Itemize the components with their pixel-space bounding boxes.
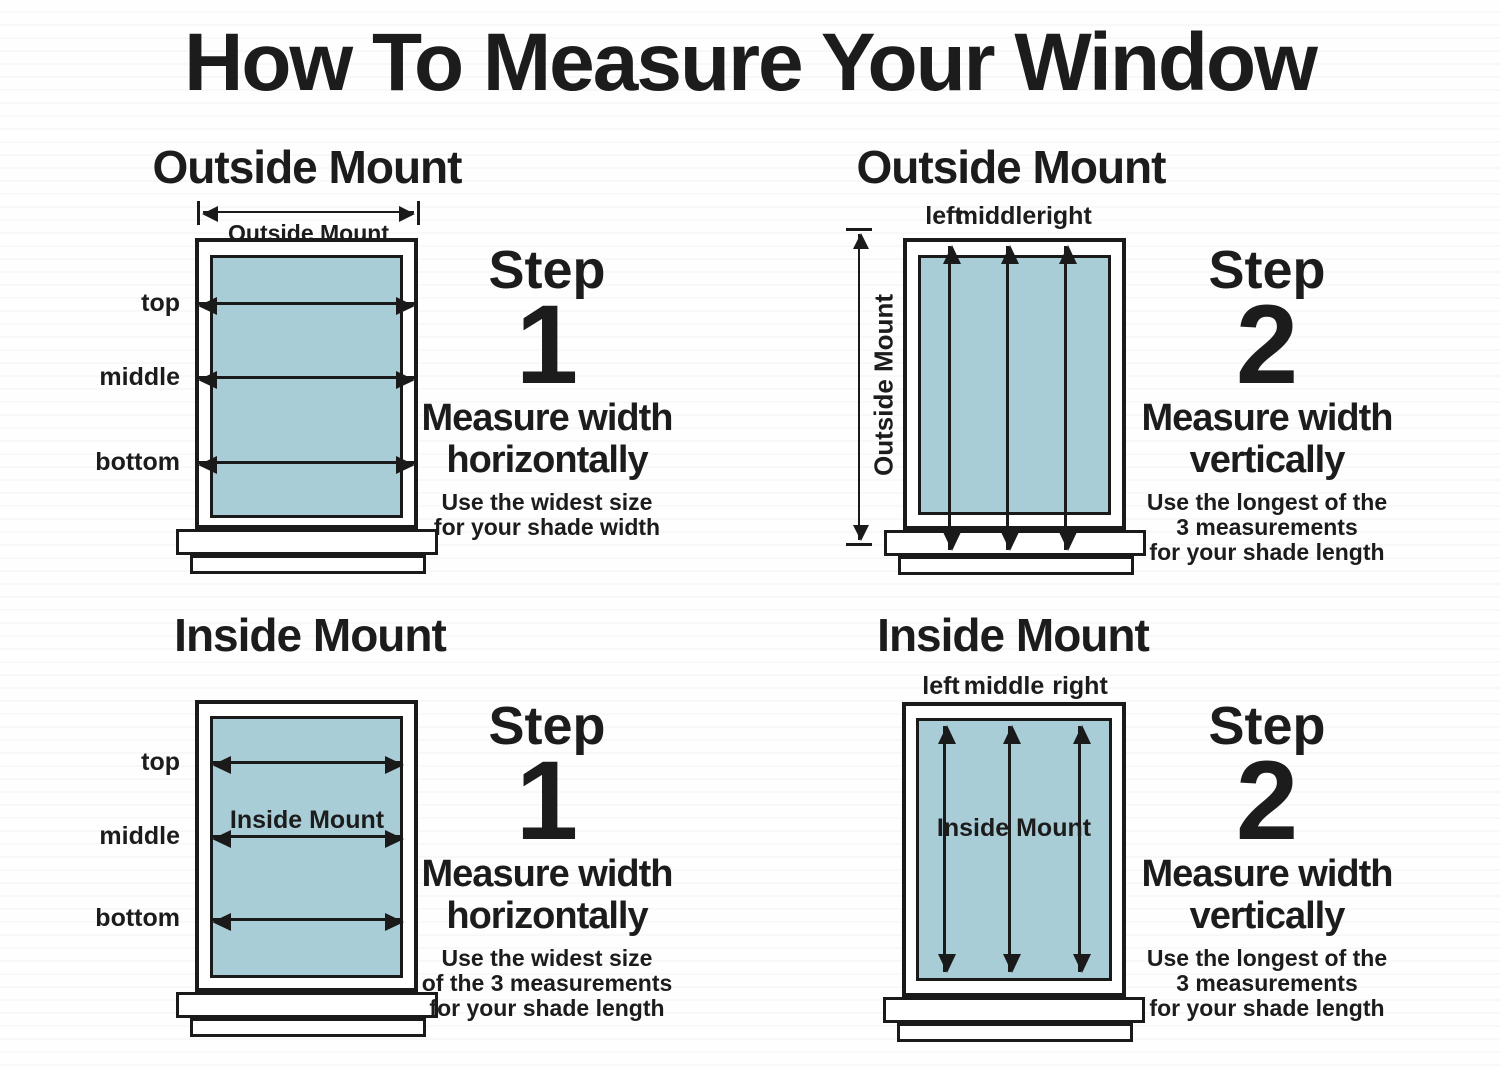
window-sill (176, 992, 438, 1018)
step-number: 1 (515, 282, 579, 407)
step-block: Step 2 Measure width vertically Use the … (1122, 699, 1412, 1022)
note-line: Use the widest size (441, 488, 653, 515)
panel-heading: Inside Mount (174, 609, 447, 661)
note-line: for your shade length (1149, 995, 1385, 1022)
dimension-tick-top (846, 228, 872, 231)
col-label-middle: middle (963, 672, 1045, 700)
row-label-bottom: bottom (95, 904, 180, 932)
note-line: 3 measurements (1176, 514, 1358, 541)
instruction-line: Measure width (421, 397, 674, 440)
step-label: Step (488, 696, 606, 756)
note-line: Use the longest of the (1146, 488, 1388, 515)
step-number: 2 (1235, 738, 1299, 863)
width-dimension-arrow (197, 201, 420, 225)
measure-arrow-top (198, 297, 415, 315)
step-label: Step (488, 240, 606, 300)
instruction-line: Measure width (421, 853, 674, 896)
note-line: 3 measurements (1176, 970, 1358, 997)
note-line: of the 3 measurements (421, 970, 673, 997)
pane-label: Inside Mount (229, 806, 385, 834)
page-title: How To Measure Your Window (184, 17, 1318, 108)
note-line: Use the longest of the (1146, 944, 1388, 971)
instruction-line: Measure width (1141, 853, 1394, 896)
window-pane (210, 716, 403, 978)
measure-arrow-right (1059, 245, 1077, 551)
pane-label: Inside Mount (936, 814, 1092, 842)
horizontal-dimension-arrow (202, 206, 415, 222)
col-label-right: right (1036, 202, 1092, 230)
dimension-tick-bottom (846, 543, 872, 546)
dimension-tick-left (197, 201, 200, 225)
instruction-line: Measure width (1141, 397, 1394, 440)
panel-heading: Outside Mount (152, 141, 463, 193)
measure-arrow-middle (212, 830, 404, 848)
col-label-right: right (1052, 672, 1108, 700)
col-label-left: left (925, 202, 963, 230)
note-line: for your shade length (1149, 539, 1385, 566)
measure-arrow-middle (1001, 245, 1019, 551)
dimension-label-rotated: Outside Mount (868, 294, 899, 476)
row-label-middle: middle (99, 822, 180, 850)
window-apron (190, 555, 426, 574)
window-pane (210, 255, 403, 518)
instruction-line: horizontally (446, 894, 648, 937)
step-block: Step 2 Measure width vertically Use the … (1122, 243, 1412, 566)
col-label-left: left (922, 672, 960, 700)
measure-arrow-middle (198, 371, 415, 389)
dimension-label: Outside Mount (228, 220, 389, 246)
dimension-tick-right (417, 201, 420, 225)
window-sill (883, 997, 1145, 1023)
measure-arrow-bottom (198, 456, 415, 474)
row-label-top: top (141, 748, 180, 776)
window-apron (897, 1023, 1133, 1042)
col-label-middle: middle (955, 202, 1037, 230)
window-sill (176, 529, 438, 555)
measure-arrow-right (1073, 725, 1091, 973)
measure-arrow-left (943, 245, 961, 551)
panel-heading: Outside Mount (856, 141, 1167, 193)
measure-arrow-bottom (212, 913, 404, 931)
window-apron (898, 556, 1134, 575)
height-dimension-arrow (846, 228, 872, 546)
step-label: Step (1208, 696, 1326, 756)
step-block: Step 1 Measure width horizontally Use th… (402, 243, 692, 540)
row-label-bottom: bottom (95, 448, 180, 476)
row-label-top: top (141, 289, 180, 317)
note-line: for your shade length (429, 995, 665, 1022)
step-number: 2 (1235, 282, 1299, 407)
instruction-line: vertically (1189, 894, 1346, 937)
measure-arrow-left (938, 725, 956, 973)
vertical-dimension-arrow (853, 233, 869, 541)
row-label-middle: middle (99, 363, 180, 391)
window-apron (190, 1018, 426, 1037)
panel-heading: Inside Mount (877, 609, 1150, 661)
note-line: for your shade width (433, 514, 661, 541)
measure-arrow-middle (1003, 725, 1021, 973)
note-line: Use the widest size (441, 944, 653, 971)
step-label: Step (1208, 240, 1326, 300)
instruction-line: vertically (1189, 438, 1346, 481)
measure-arrow-top (212, 756, 404, 774)
instruction-line: horizontally (446, 438, 648, 481)
window-pane (918, 255, 1111, 515)
step-block: Step 1 Measure width horizontally Use th… (402, 699, 692, 1022)
step-number: 1 (515, 738, 579, 863)
